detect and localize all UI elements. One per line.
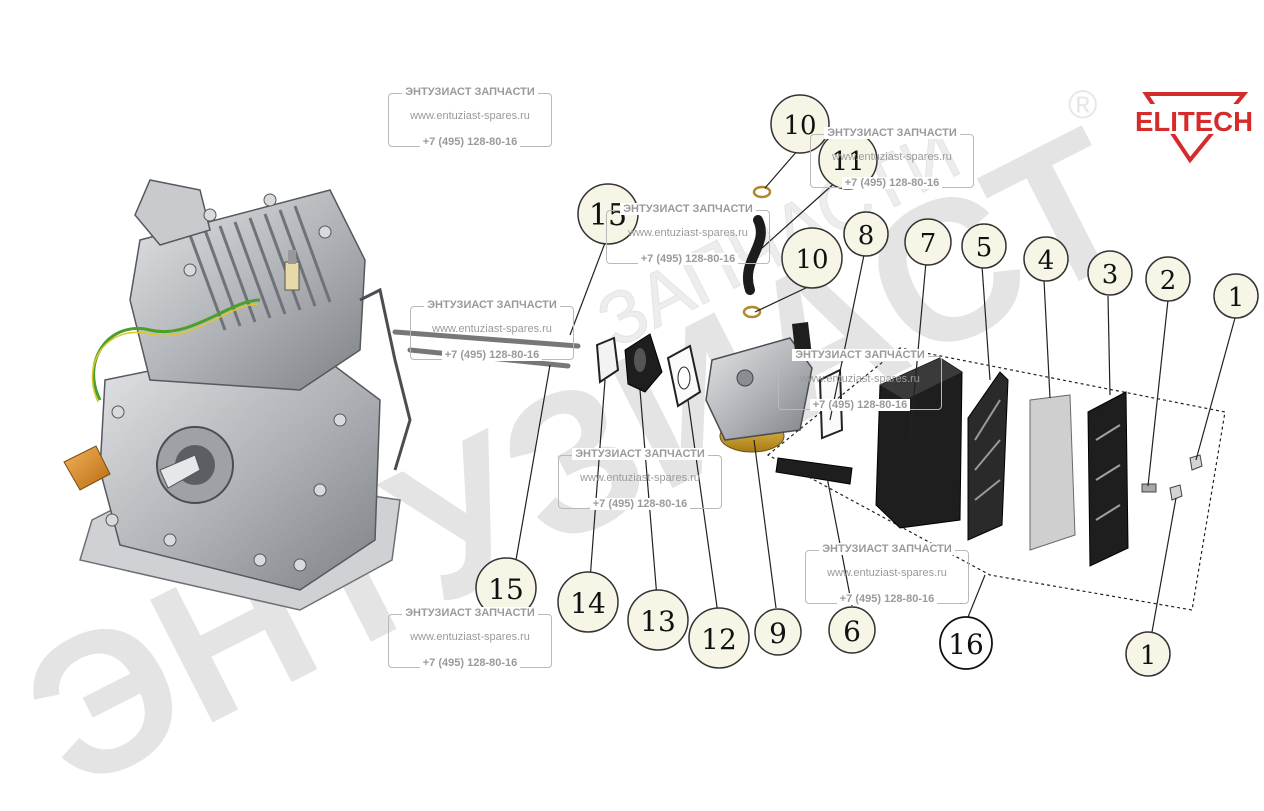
part-hose-clamps-10 [742, 185, 772, 319]
engine-bolts [105, 193, 347, 572]
watermark-box: ЭНТУЗИАСТ ЗАПЧАСТИ www.entuziast-spares.… [810, 127, 974, 189]
air-filter-group-outline [766, 347, 1226, 611]
watermark-box: ЭНТУЗИАСТ ЗАПЧАСТИ www.entuziast-spares.… [805, 543, 969, 605]
svg-text:15: 15 [488, 573, 524, 606]
engine-assembly [63, 179, 412, 611]
callout-11: 11 [818, 130, 878, 190]
callout-1-top: 1 [1213, 273, 1259, 319]
part-filter-grille-5 [967, 371, 1009, 541]
watermark-box: ЭНТУЗИАСТ ЗАПЧАСТИ www.entuziast-spares.… [388, 607, 552, 669]
callout-8: 8 [843, 211, 889, 257]
callout-6: 6 [828, 606, 876, 654]
callout-9: 9 [754, 608, 802, 656]
throttle-linkage [359, 287, 412, 471]
crankshaft [159, 454, 201, 489]
svg-text:1: 1 [1228, 283, 1245, 313]
stud-upper [392, 329, 581, 349]
callout-14: 14 [557, 571, 619, 633]
watermark-box: ЭНТУЗИАСТ ЗАПЧАСТИ www.entuziast-spares.… [606, 203, 770, 265]
brand-logo: ELITECH [1132, 92, 1256, 164]
svg-text:14: 14 [570, 587, 606, 620]
watermark-box: ЭНТУЗИАСТ ЗАПЧАСТИ www.entuziast-spares.… [410, 299, 574, 361]
callout-7: 7 [904, 218, 952, 266]
svg-text:16: 16 [948, 628, 984, 661]
watermark-box: ЭНТУЗИАСТ ЗАПЧАСТИ www.entuziast-spares.… [388, 86, 552, 148]
svg-text:5: 5 [976, 233, 993, 263]
part-breather-tube-6 [775, 457, 853, 485]
svg-text:8: 8 [858, 221, 875, 251]
svg-text:9: 9 [769, 617, 787, 650]
watermark-box: ЭНТУЗИАСТ ЗАПЧАСТИ www.entuziast-spares.… [778, 349, 942, 411]
callout-10-top: 10 [770, 94, 830, 154]
callout-2: 2 [1145, 256, 1191, 302]
callout-3: 3 [1087, 250, 1133, 296]
logo-text: ELITECH [1135, 106, 1253, 137]
svg-text:13: 13 [640, 605, 676, 638]
ignition-wire-yellow [91, 303, 259, 403]
svg-text:6: 6 [843, 615, 861, 648]
callout-10-bottom: 10 [781, 227, 843, 289]
part-carburetor-9 [705, 322, 813, 453]
callout-15-top: 15 [577, 183, 639, 245]
part-filter-cover-3 [1087, 391, 1129, 567]
part-fuel-hose-11 [743, 215, 766, 295]
svg-text:7: 7 [920, 229, 937, 259]
part-gasket-12 [666, 344, 702, 408]
watermark-box: ЭНТУЗИАСТ ЗАПЧАСТИ www.entuziast-spares.… [558, 448, 722, 510]
watermark-registered: ® [1068, 83, 1097, 127]
callout-12: 12 [688, 607, 750, 669]
part-insulator-13 [624, 333, 663, 393]
svg-text:1: 1 [1140, 641, 1157, 671]
callout-5: 5 [961, 223, 1007, 269]
spark-plug [284, 250, 300, 291]
callout-1-bottom: 1 [1125, 631, 1171, 677]
callout-16: 16 [939, 616, 993, 670]
oil-filler-cap [63, 445, 111, 491]
part-foam-element-4 [1029, 394, 1076, 551]
engine-top-bracket [134, 179, 211, 246]
part-screw-2 [1141, 483, 1157, 493]
svg-text:12: 12 [701, 623, 737, 656]
svg-text:2: 2 [1160, 266, 1177, 296]
svg-text:3: 3 [1102, 260, 1119, 290]
callout-13: 13 [627, 589, 689, 651]
part-nuts-1 [1169, 454, 1203, 501]
svg-text:4: 4 [1038, 246, 1055, 276]
callout-4: 4 [1023, 236, 1069, 282]
svg-text:11: 11 [831, 147, 864, 177]
svg-text:10: 10 [795, 245, 828, 275]
part-gasket-14 [595, 336, 620, 384]
